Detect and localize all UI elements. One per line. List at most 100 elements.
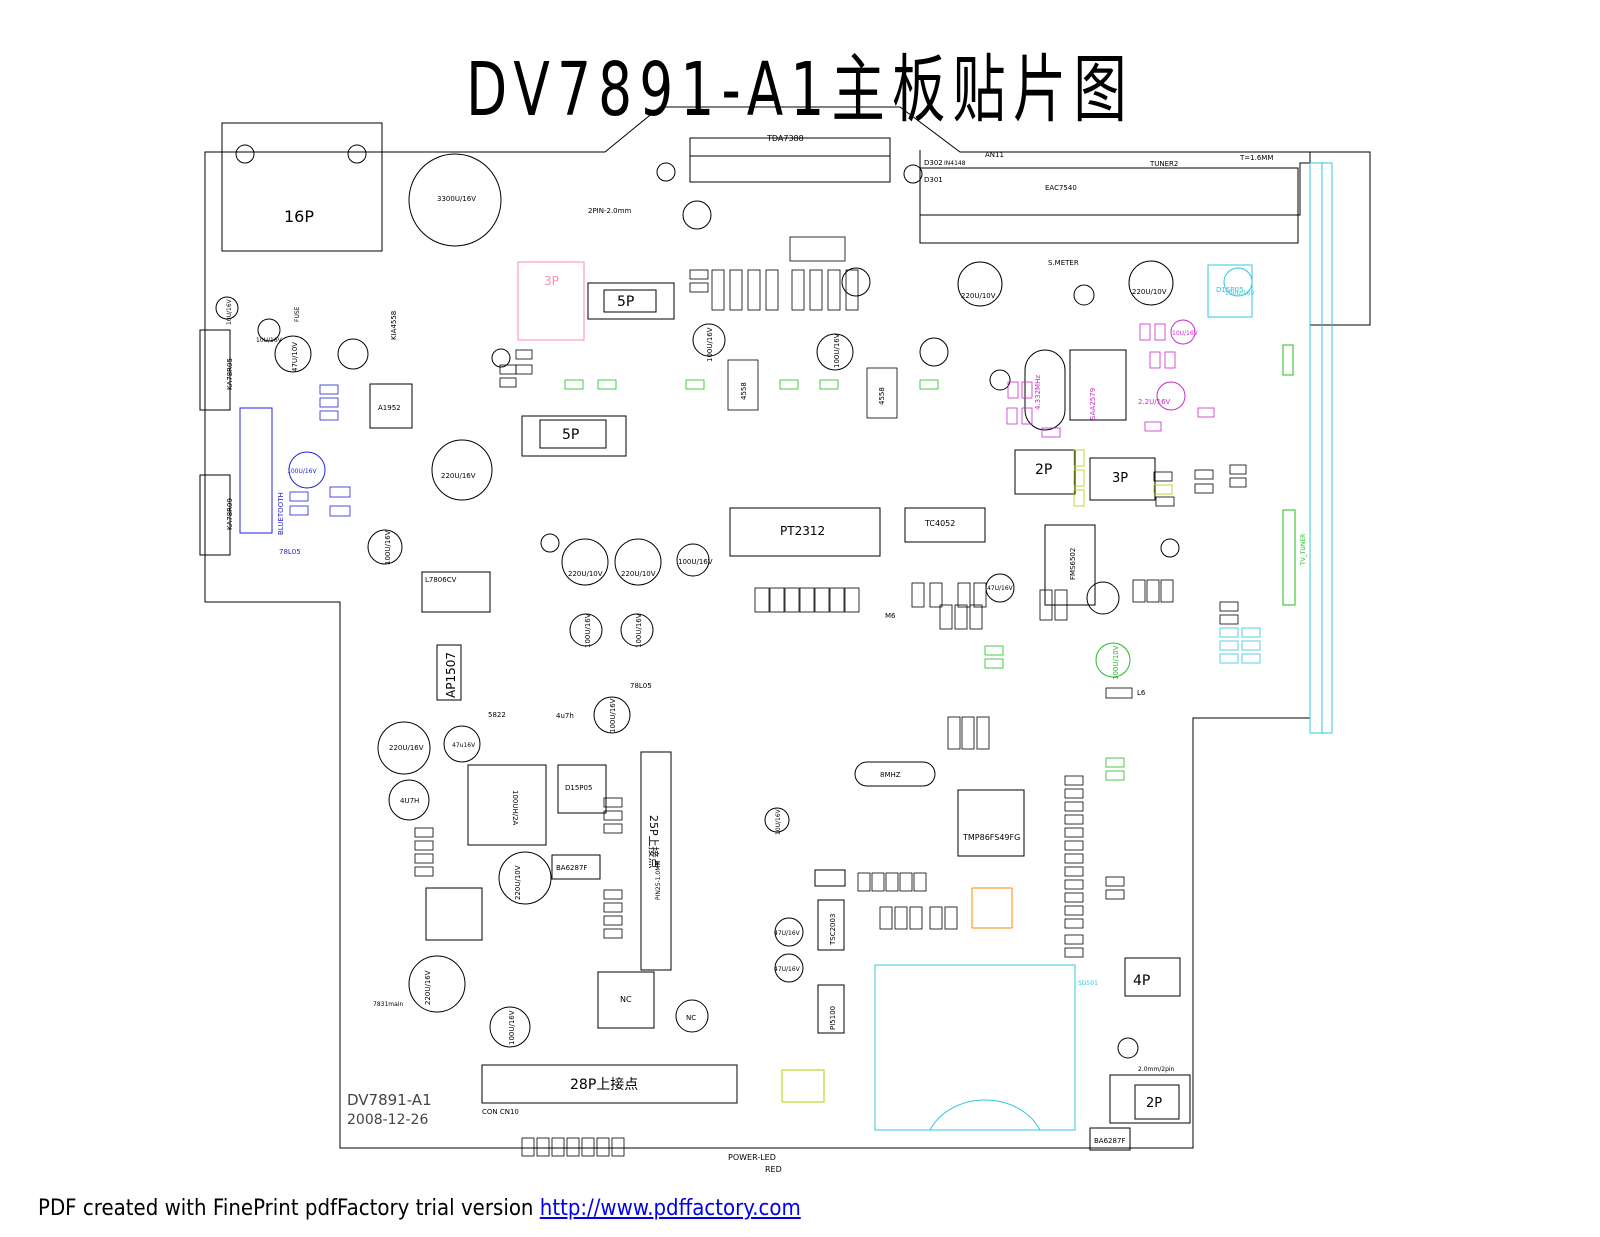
e410-label: 10U/16V <box>226 298 233 325</box>
bluetooth-label: BLUETOOTH <box>277 492 285 535</box>
power-led-label: POWER-LED <box>728 1153 776 1162</box>
u118-label: 78L05 <box>630 682 652 690</box>
footer-note: PDF created with FinePrint pdfFactory tr… <box>38 1196 801 1221</box>
tv-tuner-label: TV_TUNER <box>1300 534 1307 566</box>
tuner-model-label: EAC7540 <box>1045 184 1077 192</box>
cn8-label: 5P <box>562 427 579 443</box>
c31-label: 47u16V <box>452 742 476 749</box>
u110-label: SAA2579 <box>1089 388 1097 420</box>
u119-label: NC <box>620 995 632 1004</box>
u4-label: TSC2003 <box>829 914 837 946</box>
cn5-label: 3P <box>1112 471 1128 486</box>
d401-label: 5822 <box>488 711 506 719</box>
cn10-label: 28P上接点 <box>570 1076 638 1093</box>
c27-label: 3300U/16V <box>437 195 476 203</box>
e3-label: 10U/16V <box>256 337 283 344</box>
board-sublabel: 7831main <box>373 1001 403 1008</box>
e06-label: 100U/16V <box>1225 290 1256 297</box>
u114-label: L7806CV <box>425 576 457 584</box>
cn4-pitch-label: 2.0mm/2pin <box>1138 1066 1175 1073</box>
x6-label: 4.332MHz <box>1034 375 1042 410</box>
e109-label: 100U/16V <box>706 327 714 362</box>
u112-label: AP1507 <box>444 652 458 698</box>
cn13-label: 4P <box>1133 973 1150 989</box>
footer-prefix: PDF created with FinePrint pdfFactory tr… <box>38 1196 540 1221</box>
in4148-label: IN4148 <box>944 160 966 167</box>
smeter-label: S.METER <box>1048 259 1079 267</box>
e5-label: 47U/10V <box>291 342 299 372</box>
d302-label: D302 <box>924 159 943 167</box>
u103-label: PT2312 <box>780 524 825 538</box>
cn401-label: 2PIN-2.0mm <box>588 207 631 215</box>
ic1-label: FMS6502 <box>1069 548 1077 580</box>
ec2-label: 47U/16V <box>774 966 801 973</box>
sd501-slot <box>874 964 1076 1131</box>
cn12-label: 5P <box>617 294 634 310</box>
ec5-label: 100U/10V <box>1112 645 1120 680</box>
u104-label: TDA7388 <box>766 134 804 143</box>
e103-label: 100U/16V <box>678 558 713 566</box>
e10-label: 220U/10V <box>568 570 603 578</box>
l401-label: 100UH/2A <box>511 790 519 826</box>
cn2-connector <box>221 122 383 252</box>
l6-label: L6 <box>1137 689 1146 697</box>
e12-label: 100U/16V <box>635 613 643 648</box>
u7-label: PI5100 <box>829 1006 837 1030</box>
u5-label: A1952 <box>378 404 401 412</box>
e414-label: 100U/16V <box>508 1010 516 1045</box>
e501-label: 100U/16V <box>287 468 318 475</box>
an11-label: AN11 <box>985 151 1004 159</box>
e413-label: 220U/10V <box>1132 288 1167 296</box>
ec4-label: 47U/16V <box>987 585 1014 592</box>
u3-label: KA78R05 <box>226 358 234 390</box>
u102-label: 4558 <box>878 387 886 405</box>
e100-label: 100U/16V <box>833 333 841 368</box>
red-label: RED <box>765 1165 782 1174</box>
cn2-label: 16P <box>284 207 314 226</box>
board-date-label: 2008-12-26 <box>347 1112 428 1128</box>
u111-label: D15P05 <box>565 784 592 792</box>
e305-label: 220U/10V <box>961 292 996 300</box>
e409-label: 100U/16V <box>384 530 392 565</box>
u120-label: BA6287F <box>556 864 587 872</box>
cn1-label: 25P上接点 <box>647 815 660 869</box>
tuner-label: TUNER2 <box>1149 160 1178 168</box>
fuse-label: FUSE <box>294 306 301 322</box>
u8-label: KA78R09 <box>226 498 234 530</box>
e7-label: NC <box>686 1014 696 1022</box>
e8-label: 220U/16V <box>389 744 424 752</box>
u101-label: 4558 <box>740 382 748 400</box>
d301-label: D301 <box>924 176 943 184</box>
u13-label: 3P <box>544 274 559 288</box>
board-outline <box>204 106 1311 1149</box>
c27-capacitor <box>408 153 502 247</box>
page-title: DV7891-A1主板贴片图 <box>466 47 1134 133</box>
e83-label: 10U/16V <box>1172 330 1199 337</box>
l4-label: 4u7h <box>556 712 574 720</box>
e2-label: 220U/16V <box>441 472 476 480</box>
e9-label: 100U/16V <box>584 613 592 648</box>
ec1-label: 47U/16V <box>774 930 801 937</box>
cn4-label: 2P <box>1146 1096 1162 1111</box>
e84-label: 2.2U/16V <box>1138 398 1171 406</box>
x1-label: 8MHZ <box>880 771 901 779</box>
cn10-ref-label: CON CN10 <box>482 1108 519 1116</box>
e17-label: 220U/16V <box>424 970 432 1005</box>
board-model-label: DV7891-A1 <box>347 1091 432 1109</box>
tuner-thick-label: T=1.6MM <box>1239 154 1273 162</box>
m6-label: M6 <box>885 612 896 620</box>
u6-label: TC4052 <box>924 519 955 528</box>
cn1-pitch-label: PIN25-1.0MM <box>655 860 662 900</box>
e1-label: 10U/16V <box>775 808 782 835</box>
e15-label: 100U/16V <box>609 698 617 733</box>
u10-label: 78L05 <box>279 548 301 556</box>
footer-link[interactable]: http://www.pdffactory.com <box>539 1196 801 1221</box>
cn9-label: 2P <box>1035 462 1052 478</box>
d15p05-r-label: D15P05 <box>1216 286 1243 294</box>
u117-label: BA6287F <box>1094 1137 1125 1145</box>
e11-label: 220U/10V <box>621 570 656 578</box>
u2-label: KIA4558 <box>390 311 398 340</box>
u108-label: TMP86FS49FG <box>962 833 1020 842</box>
e401-label: 220U/10V <box>514 865 522 900</box>
